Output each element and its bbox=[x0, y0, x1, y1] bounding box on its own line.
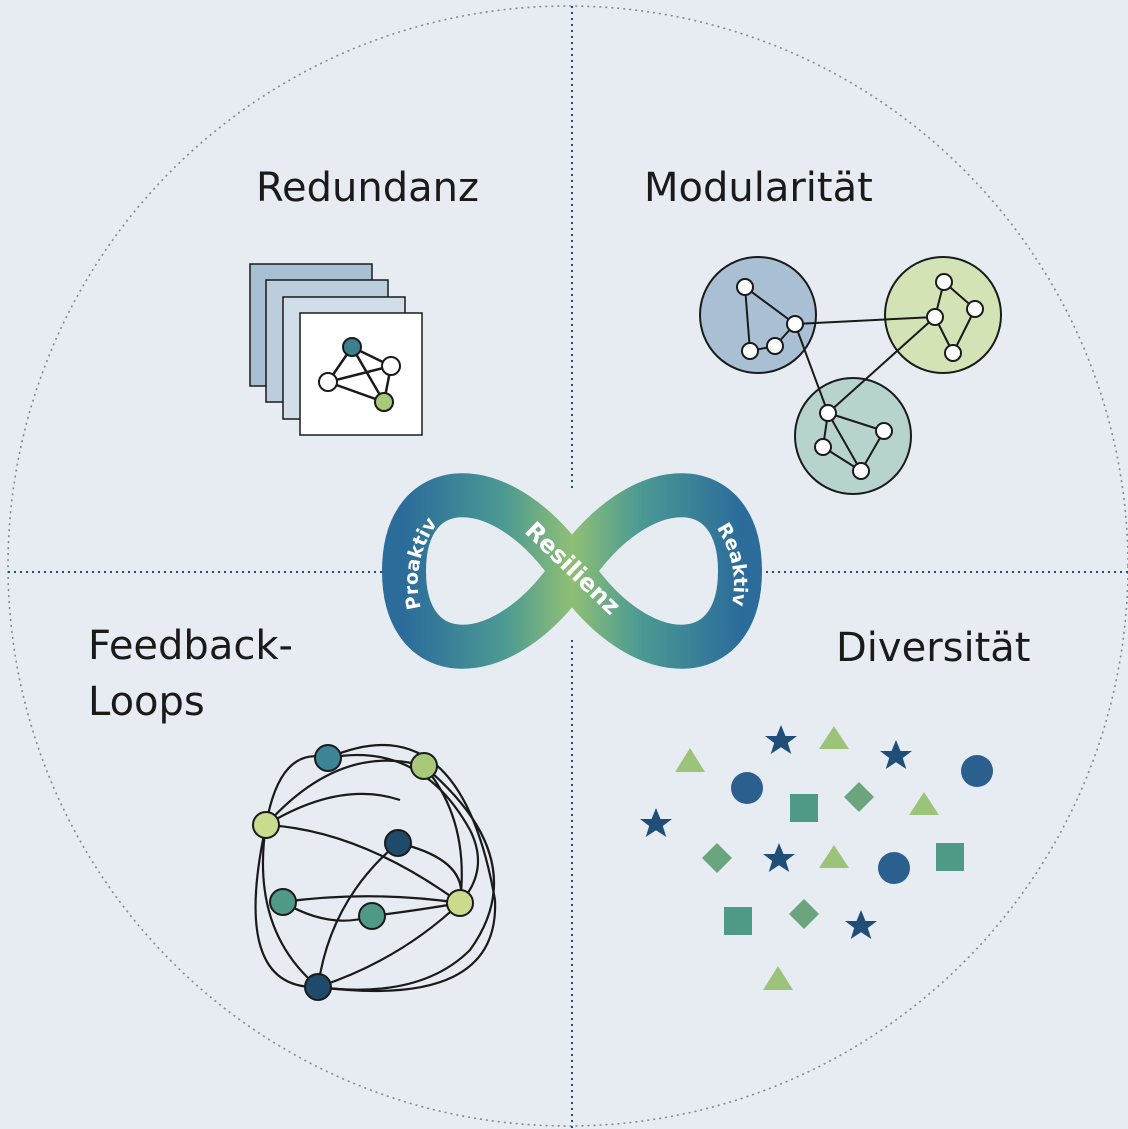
modularity-icon bbox=[699, 256, 1002, 495]
feedback-loops-icon bbox=[254, 743, 497, 993]
title-redundancy: Redundanz bbox=[256, 165, 479, 211]
feedback-loops-nodes bbox=[252, 744, 474, 1001]
title-feedback-line1: Feedback- bbox=[88, 623, 293, 669]
outer-circle bbox=[7, 5, 1128, 1127]
diversity-icon bbox=[640, 725, 993, 990]
redundancy-icon bbox=[249, 263, 423, 436]
title-modularity: Modularität bbox=[644, 165, 873, 211]
title-feedback-line2: Loops bbox=[88, 679, 205, 725]
title-diversity: Diversität bbox=[836, 625, 1031, 671]
title-feedback-loops: Feedback- Loops bbox=[88, 618, 293, 730]
infinity-symbol bbox=[382, 473, 762, 669]
